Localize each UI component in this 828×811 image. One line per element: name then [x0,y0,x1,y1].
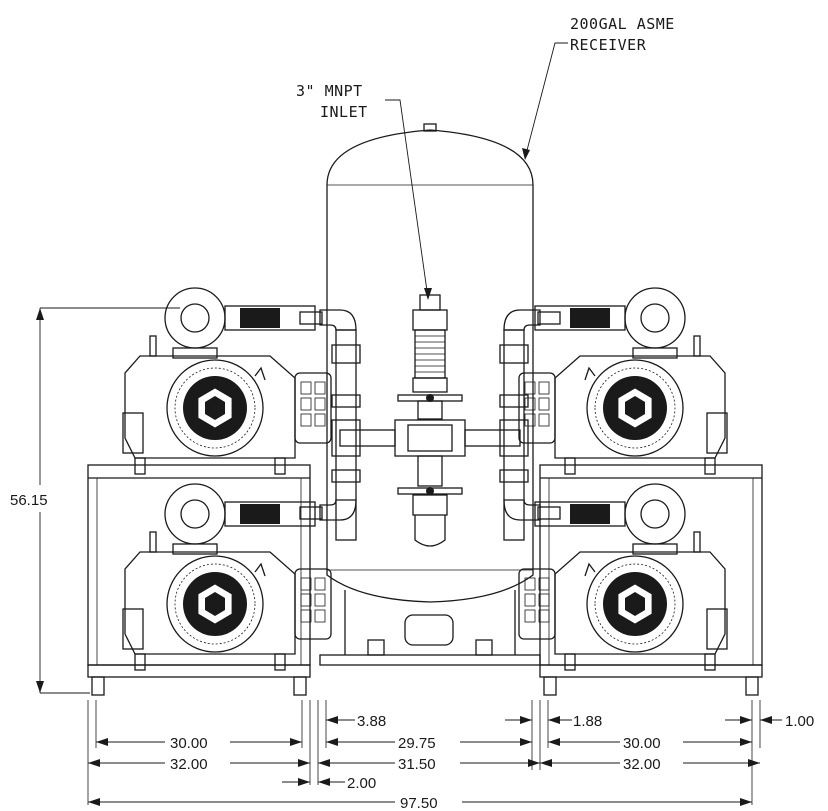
dim-overall: 97.50 [400,795,438,811]
receiver-label-line1: 200GAL ASME [570,15,675,33]
inlet-label-line1: 3" MNPT [296,82,363,100]
bottom-dimensions: 30.00 32.00 3.88 29.75 31.50 2.00 [87,700,814,811]
height-value: 56.15 [10,492,48,509]
dim-right-offset: 1.88 [573,713,602,730]
receiver-tank [319,123,541,666]
dim-center-gap: 2.00 [347,775,376,792]
receiver-label-line2: RECEIVER [570,36,647,54]
inlet-callout: 3" MNPT INLET [296,82,432,300]
right-pump-skid [518,287,763,696]
dim-right-outer: 32.00 [623,756,661,773]
left-pump-skid [87,287,332,696]
height-dimension: 56.15 [10,307,180,694]
dim-center-inner: 29.75 [398,735,436,752]
dim-center-outer: 31.50 [398,756,436,773]
dim-left-outer: 32.00 [170,756,208,773]
dim-left-inner: 30.00 [170,735,208,752]
dim-right-inner: 30.00 [623,735,661,752]
receiver-callout: 200GAL ASME RECEIVER [522,15,675,160]
inlet-label-line2: INLET [320,103,368,121]
dim-center-offset-left: 3.88 [357,713,386,730]
dim-right-edge: 1.00 [785,713,814,730]
inlet-manifold [319,294,541,547]
